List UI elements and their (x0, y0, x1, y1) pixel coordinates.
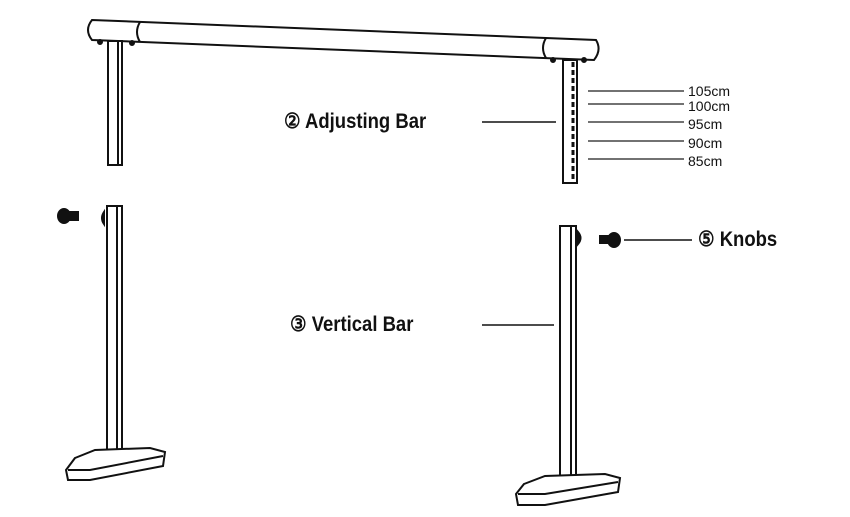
left-knob-icon (57, 208, 79, 224)
height-label: 85cm (688, 153, 723, 169)
left-vertical-bar (64, 205, 167, 481)
height-label: 95cm (688, 116, 723, 132)
right-vertical-bar (514, 225, 622, 506)
right-adjusting-post (562, 59, 578, 184)
adjusting-bar-label: ② Adjusting Bar (284, 110, 427, 133)
left-adjusting-post (107, 40, 123, 166)
height-label: 90cm (688, 135, 723, 151)
height-label: 100cm (688, 98, 731, 114)
right-knob-icon (599, 232, 621, 248)
knobs-label: ⑤ Knobs (698, 228, 778, 251)
height-marker-lines (588, 90, 684, 160)
height-label: 105cm (688, 83, 731, 99)
top-bar (87, 18, 600, 63)
callout-lines (482, 121, 692, 326)
vertical-bar-label: ③ Vertical Bar (290, 313, 414, 336)
